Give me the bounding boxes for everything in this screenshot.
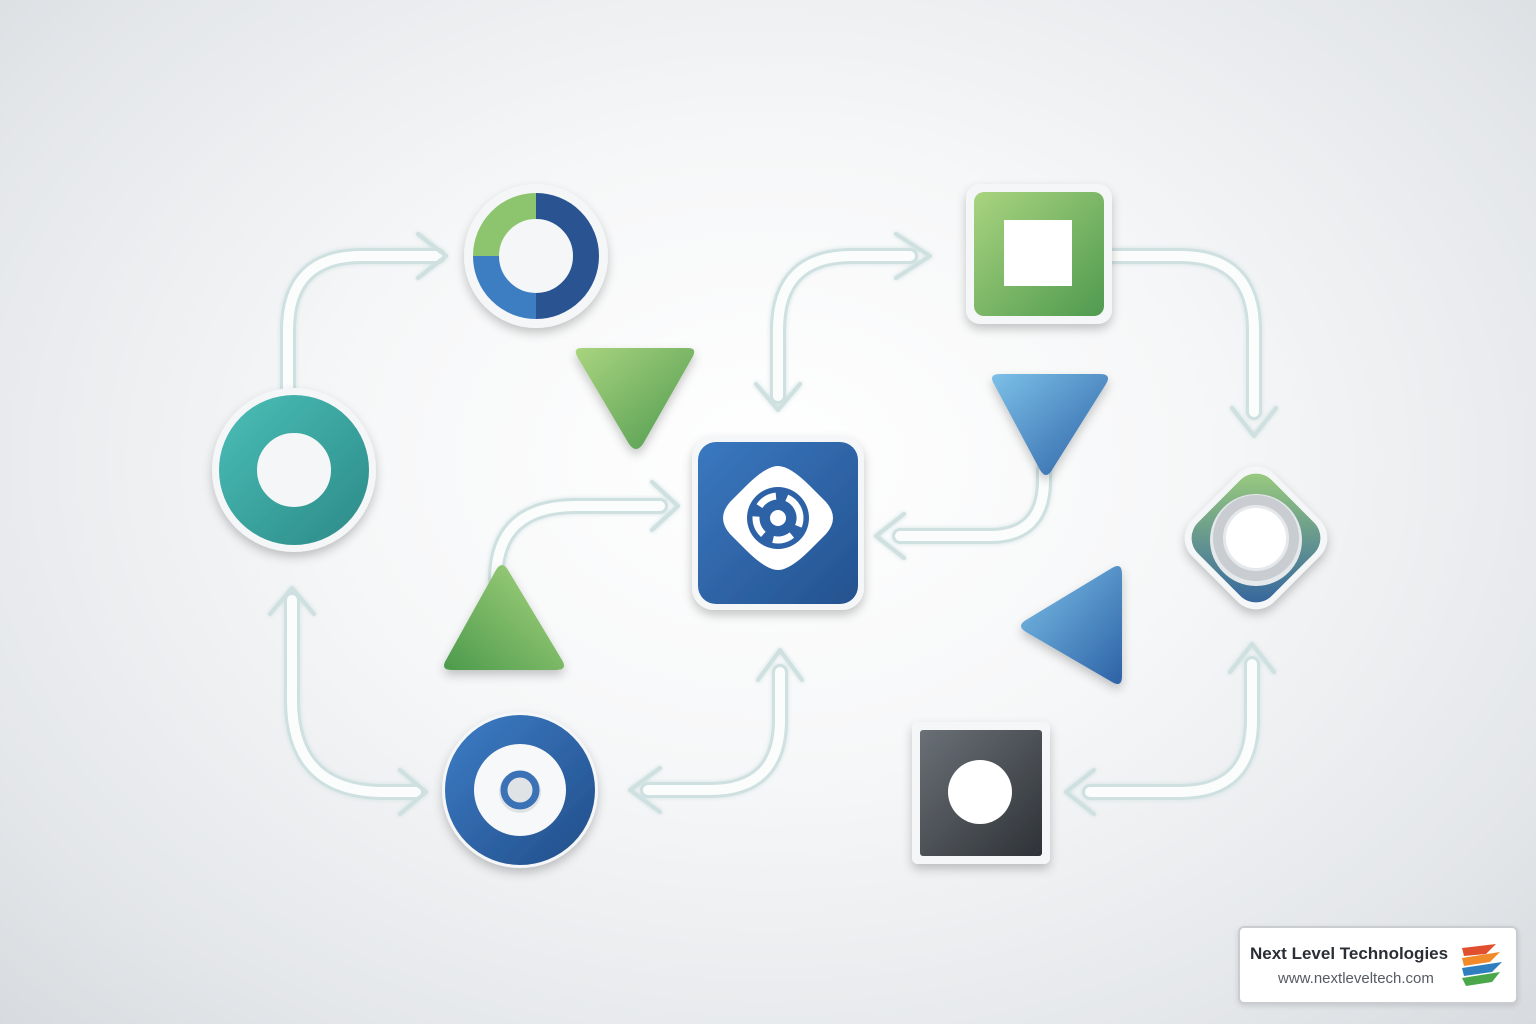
green-triangle-down-node bbox=[575, 348, 695, 449]
brand-name: Next Level Technologies bbox=[1250, 944, 1449, 963]
brand-card[interactable]: Next Level Technologies www.nextleveltec… bbox=[1238, 926, 1518, 1004]
connector-dark-square-to-diamond bbox=[1064, 642, 1276, 816]
connector-teal-to-donut bbox=[280, 232, 448, 396]
blue-target-ring-node bbox=[442, 712, 598, 868]
brand-logo-icon bbox=[1462, 944, 1502, 986]
blue-triangle-left-node bbox=[1021, 566, 1122, 684]
central-hub-node bbox=[692, 436, 864, 610]
gear-icon bbox=[723, 466, 833, 570]
connector-triangle-to-hub bbox=[488, 480, 680, 588]
dark-square-dot-node bbox=[912, 722, 1050, 864]
connector-target-to-hub bbox=[628, 648, 804, 814]
blue-triangle-down-node bbox=[992, 374, 1108, 475]
green-blue-donut-node bbox=[464, 184, 608, 328]
green-triangle-up-node bbox=[444, 565, 564, 670]
connector-hub-to-green-square bbox=[754, 232, 932, 412]
connector-teal-to-target bbox=[268, 586, 428, 816]
green-square-frame-node bbox=[966, 184, 1112, 324]
brand-url[interactable]: www.nextleveltech.com bbox=[1278, 970, 1434, 987]
connector-blue-triangle-to-hub bbox=[874, 462, 1052, 560]
connector-green-square-to-diamond bbox=[1104, 248, 1278, 438]
teal-ring-node bbox=[212, 388, 376, 552]
green-blue-diamond-node bbox=[1184, 466, 1328, 610]
